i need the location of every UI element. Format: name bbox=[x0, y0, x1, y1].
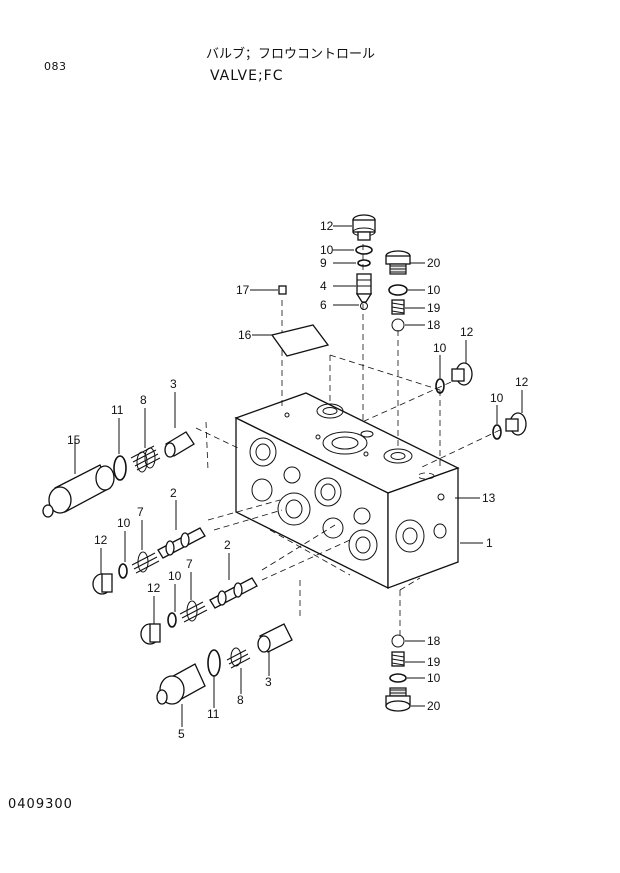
callout-12-left-b: 12 bbox=[147, 581, 161, 595]
callout-3-lower: 3 bbox=[265, 675, 272, 689]
callout-2-upper: 2 bbox=[170, 486, 177, 500]
poppet-4 bbox=[355, 273, 373, 303]
ball-18-bottom bbox=[391, 634, 405, 648]
o-ring-10-right-a bbox=[435, 378, 445, 394]
callout-4: 4 bbox=[320, 279, 327, 293]
o-ring-10-left-b bbox=[167, 612, 177, 628]
callout-17: 17 bbox=[236, 283, 250, 297]
plug-12-right-a bbox=[451, 362, 473, 386]
plug-20-top bbox=[385, 250, 411, 275]
callout-10-left-a: 10 bbox=[117, 516, 131, 530]
pin-17 bbox=[278, 285, 287, 295]
plug-20-bottom bbox=[385, 687, 411, 712]
o-ring-10-right-b bbox=[492, 424, 502, 440]
callout-15: 15 bbox=[67, 433, 81, 447]
o-ring-10-top bbox=[355, 245, 373, 255]
callout-19-bottom: 19 bbox=[427, 655, 441, 669]
o-ring-9 bbox=[357, 259, 371, 267]
page-number: 083 bbox=[44, 60, 67, 73]
callout-12-right-a: 12 bbox=[460, 325, 474, 339]
callout-13: 13 bbox=[482, 491, 496, 505]
callout-10-right-a: 10 bbox=[433, 341, 447, 355]
relief-valve-15 bbox=[42, 464, 115, 518]
callout-7-lower: 7 bbox=[186, 557, 193, 571]
callout-8-upper: 8 bbox=[140, 393, 147, 407]
callout-5: 5 bbox=[178, 727, 185, 741]
assembly-lines bbox=[195, 244, 501, 640]
spring-8-upper bbox=[130, 445, 161, 473]
callout-10-upper: 10 bbox=[427, 283, 441, 297]
callout-11-upper: 11 bbox=[111, 403, 124, 417]
callout-16: 16 bbox=[238, 328, 252, 342]
callout-10-left-b: 10 bbox=[168, 569, 182, 583]
callout-11-lower: 11 bbox=[207, 707, 220, 721]
o-ring-10-bottom bbox=[389, 673, 407, 683]
spool-2-lower bbox=[209, 577, 258, 609]
callout-9: 9 bbox=[320, 256, 327, 270]
plug-12-left-b bbox=[140, 623, 161, 645]
ball-18-top bbox=[391, 318, 405, 332]
callout-18-bottom: 18 bbox=[427, 634, 441, 648]
spring-7-upper bbox=[131, 551, 160, 574]
plug-12-top bbox=[352, 214, 376, 241]
ball-6 bbox=[360, 302, 368, 310]
callout-6: 6 bbox=[320, 298, 327, 312]
plug-12-left-a bbox=[92, 573, 113, 595]
callout-2-lower: 2 bbox=[224, 538, 231, 552]
callout-12-top: 12 bbox=[320, 219, 334, 233]
spring-8-lower bbox=[226, 647, 251, 669]
poppet-3-upper bbox=[164, 431, 195, 458]
spring-19-top bbox=[391, 299, 405, 315]
callout-3-upper: 3 bbox=[170, 377, 177, 391]
callout-labels: 12 10 9 4 6 17 16 20 10 19 18 12 10 12 1… bbox=[67, 219, 529, 741]
callout-10-right-b: 10 bbox=[490, 391, 504, 405]
callout-10-top: 10 bbox=[320, 243, 334, 257]
plug-12-right-b bbox=[505, 412, 527, 436]
callout-1: 1 bbox=[486, 536, 493, 550]
spring-19-bottom bbox=[391, 651, 405, 667]
poppet-3-lower bbox=[257, 623, 293, 653]
leader-lines bbox=[74, 225, 523, 727]
callout-12-right-b: 12 bbox=[515, 375, 529, 389]
callout-12-left-a: 12 bbox=[94, 533, 108, 547]
callout-8-lower: 8 bbox=[237, 693, 244, 707]
plate-16 bbox=[270, 324, 330, 357]
valve-body bbox=[234, 392, 460, 590]
callout-7-upper: 7 bbox=[137, 505, 144, 519]
o-ring-11-lower bbox=[207, 649, 221, 677]
callout-10-bottom: 10 bbox=[427, 671, 441, 685]
title-japanese: バルブ；フロウコントロール bbox=[206, 47, 376, 62]
relief-valve-5 bbox=[156, 663, 206, 705]
title-english: VALVE;FC bbox=[210, 68, 284, 84]
callout-18-top: 18 bbox=[427, 318, 441, 332]
spring-7-lower bbox=[179, 600, 208, 623]
callout-20-top: 20 bbox=[427, 256, 441, 270]
o-ring-10-upper bbox=[388, 284, 408, 296]
o-ring-10-left-a bbox=[118, 563, 128, 579]
o-ring-11-upper bbox=[113, 455, 127, 481]
callout-19-top: 19 bbox=[427, 301, 441, 315]
drawing-reference: 0409300 bbox=[8, 797, 73, 812]
spool-2-upper bbox=[157, 527, 206, 559]
callout-20-bottom: 20 bbox=[427, 699, 441, 713]
